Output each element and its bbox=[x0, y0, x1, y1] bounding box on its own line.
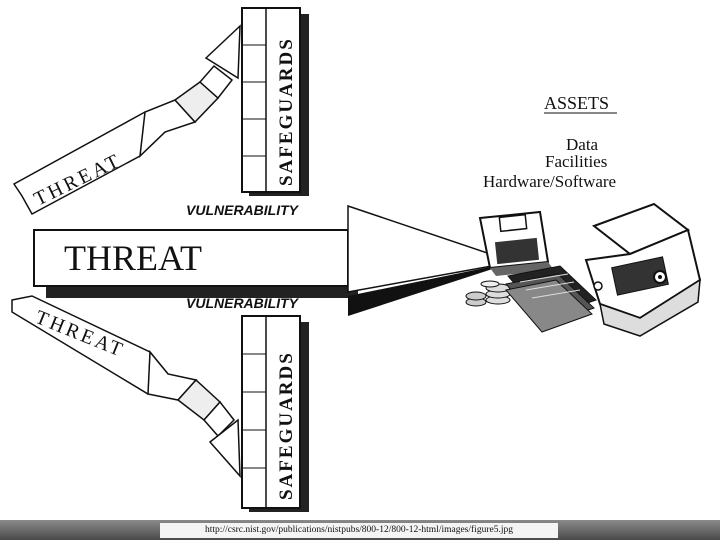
vulnerability-top-label: VULNERABILITY bbox=[186, 202, 300, 218]
safeguards-wall-top: SAFEGUARDS bbox=[242, 8, 309, 196]
threat-ribbon-lower: THREAT bbox=[12, 296, 240, 476]
asset-item-facilities: Facilities bbox=[545, 152, 607, 171]
asset-item-hardware-software: Hardware/Software bbox=[483, 172, 616, 191]
safeguards-top-label: SAFEGUARDS bbox=[276, 37, 297, 186]
vulnerability-bottom-label: VULNERABILITY bbox=[186, 295, 300, 311]
assets-list: ASSETS Data Facilities Hardware/Software bbox=[483, 93, 617, 191]
source-url[interactable]: http://csrc.nist.gov/publications/nistpu… bbox=[160, 523, 558, 538]
open-cash-box-icon bbox=[586, 204, 700, 336]
document-stack-icon bbox=[506, 266, 596, 332]
safeguards-wall-bottom: SAFEGUARDS bbox=[242, 316, 309, 512]
assets-heading: ASSETS bbox=[544, 93, 609, 113]
threat-arrow-main: THREAT bbox=[34, 230, 358, 298]
threat-ribbon-upper: THREAT bbox=[14, 26, 240, 214]
threat-vulnerability-diagram: SAFEGUARDS SAFEGUARDS THREAT THREAT THR bbox=[0, 0, 720, 520]
threat-main-label: THREAT bbox=[64, 238, 202, 278]
safeguards-bottom-label: SAFEGUARDS bbox=[276, 351, 297, 500]
coin-stack-icon bbox=[466, 281, 510, 306]
floppy-disk-icon bbox=[480, 212, 554, 276]
